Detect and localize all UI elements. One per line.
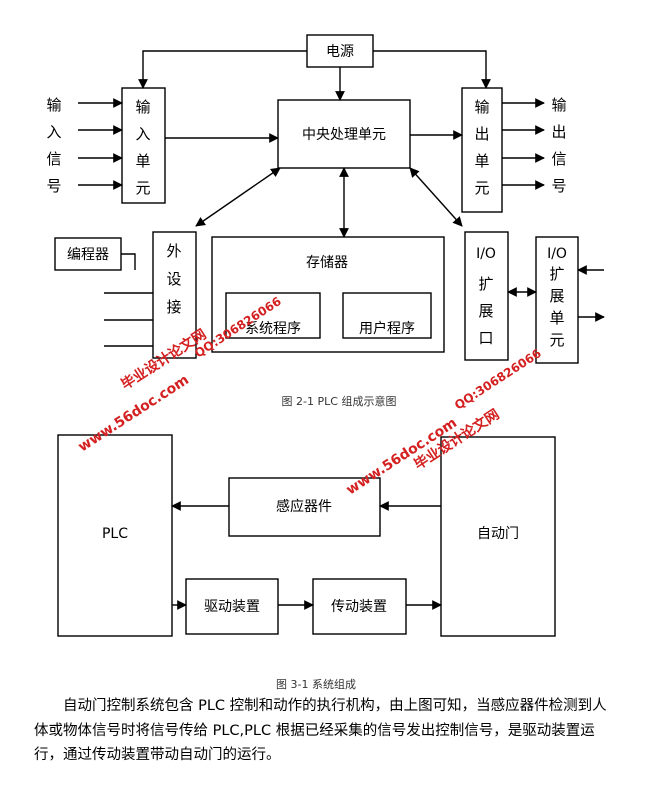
programmer-connector [121,253,136,270]
plc-box [57,434,173,637]
cpu-peripheral-link [195,167,281,227]
body-paragraph: 自动门控制系统包含 PLC 控制和动作的执行机构，由上图可知，当感应器件检测到人… [34,698,607,763]
door-box [440,436,556,637]
system-program-box [225,292,321,339]
sensor-box [228,477,381,537]
power-to-input-arrow [138,50,307,89]
figure2-caption: 图 3-1 系统组成 [276,677,356,690]
user-program-label: 用户程序 [359,320,415,337]
input-unit-label: 输入单元 [135,98,150,197]
drive-box [185,578,279,635]
system-composition-figure: PLC 自动门 感应器件 驱动装置 传动装置 图 3-1 系统组成 [57,434,556,690]
cpu-box [277,99,411,169]
sensor-label: 感应器件 [276,498,332,515]
memory-label: 存储器 [306,255,348,271]
diagram-canvas: 电源 中央处理单元 输入单元 输出单元 输入信号 输出信号 编程器 外设接 存储… [46,34,605,690]
programmer-label: 编程器 [67,247,109,263]
transmission-box [312,578,407,635]
peripheral-interface-box [152,231,197,359]
output-unit-box [461,87,503,213]
input-signal-label: 输入信号 [46,96,61,195]
figure1-caption: 图 2-1 PLC 组成示意图 [282,394,397,408]
user-program-box [342,292,432,339]
plc-composition-figure: 电源 中央处理单元 输入单元 输出单元 输入信号 输出信号 编程器 外设接 存储… [46,34,605,408]
cpu-io-link [409,167,463,227]
io-port-label: 扩展口 [478,275,493,347]
system-program-label: 系统程序 [245,321,301,337]
drive-label: 驱动装置 [204,599,260,615]
output-signal-label: 输出信号 [551,96,566,195]
peripheral-interface-label: 外设接 [166,242,181,316]
io-port-io-label: I/O [476,246,496,262]
plc-label: PLC [102,526,128,542]
door-label: 自动门 [477,526,519,542]
io-unit-io-label: I/O [547,246,567,262]
cpu-label: 中央处理单元 [302,127,386,143]
io-unit-box [535,236,579,364]
power-to-output-arrow [373,50,491,89]
transmission-label: 传动装置 [331,599,387,615]
programmer-box [54,237,122,271]
output-unit-label: 输出单元 [474,98,489,197]
power-label: 电源 [326,44,354,60]
io-unit-label: 扩展单元 [549,265,564,349]
